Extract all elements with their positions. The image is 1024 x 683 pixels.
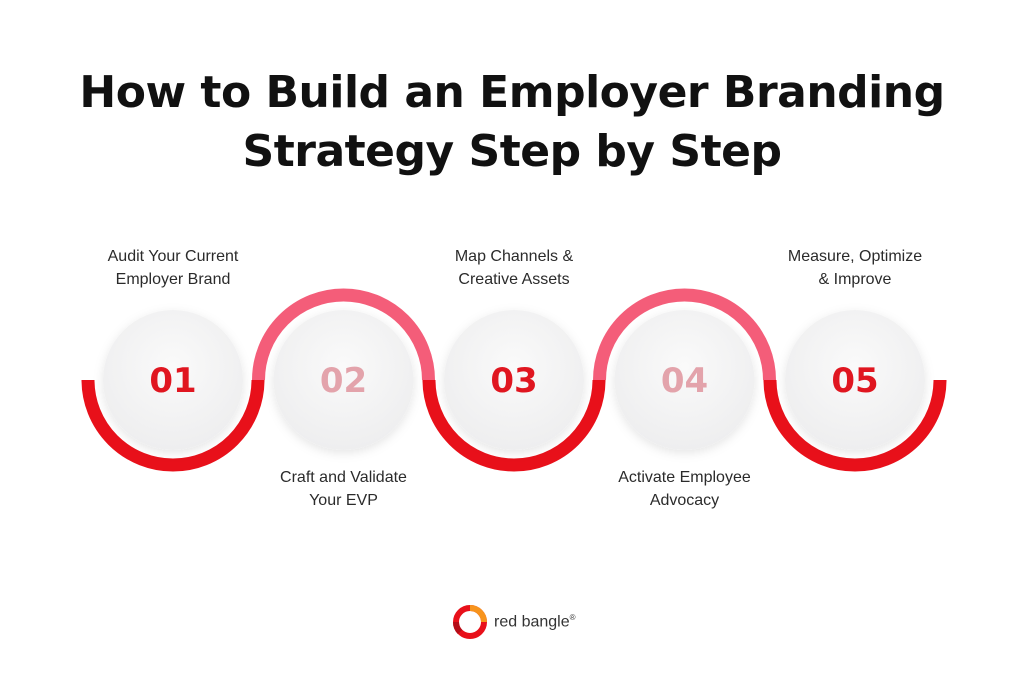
step-circle-05 xyxy=(785,310,925,450)
step-arc-05 xyxy=(763,379,947,472)
step-arcs xyxy=(81,288,947,472)
step-label-line-1: Craft and Validate xyxy=(280,469,407,486)
step-circle-01 xyxy=(103,310,243,450)
page-title-line-1: How to Build an Employer Branding xyxy=(79,67,945,118)
step-label-line-1: Audit Your Current xyxy=(107,248,239,265)
step-number-03: 03 xyxy=(490,361,537,401)
step-label-line-1: Map Channels & xyxy=(454,248,574,265)
logo-name: red bangle xyxy=(494,613,570,631)
step-label-line-2: Creative Assets xyxy=(458,271,570,288)
step-label-line-2: Your EVP xyxy=(309,492,378,509)
step-label-line-2: & Improve xyxy=(818,271,892,288)
step-number-01: 01 xyxy=(149,361,196,401)
page-title-line-2: Strategy Step by Step xyxy=(242,126,782,177)
step-circle-03 xyxy=(444,310,584,450)
logo-registered-mark: ® xyxy=(569,612,576,622)
step-arc-02 xyxy=(252,288,435,381)
step-label-line-1: Activate Employee xyxy=(618,469,751,486)
step-label-line-1: Measure, Optimize xyxy=(787,248,923,265)
step-label-line-2: Advocacy xyxy=(649,492,720,509)
brand-logo: red bangle® xyxy=(452,602,576,642)
step-label-line-2: Employer Brand xyxy=(115,271,231,288)
step-label-03: Map Channels & Creative Assets xyxy=(404,245,624,291)
logo-text: red bangle® xyxy=(494,613,576,631)
step-arc-01 xyxy=(81,379,265,472)
step-arc-04 xyxy=(593,288,776,381)
step-number-05: 05 xyxy=(831,361,878,401)
step-circles: 01 02 03 04 05 xyxy=(103,310,925,450)
step-number-04: 04 xyxy=(661,361,708,401)
step-circle-02 xyxy=(273,310,414,450)
step-circle-04 xyxy=(614,310,755,450)
step-label-05: Measure, Optimize & Improve xyxy=(745,245,965,291)
step-number-02: 02 xyxy=(320,361,367,401)
red-bangle-logo-icon xyxy=(453,605,487,639)
step-arc-03 xyxy=(422,379,606,472)
